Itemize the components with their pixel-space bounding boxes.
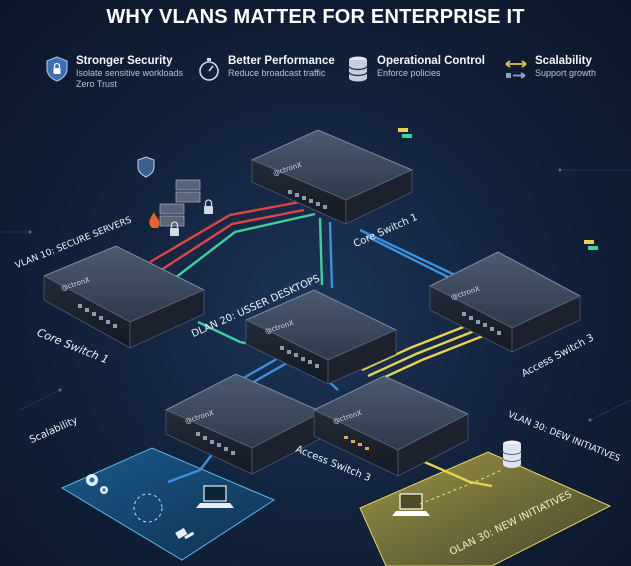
shield-icon [137, 156, 155, 178]
switch-access-bottom-right[interactable] [312, 375, 470, 477]
gear-icon [86, 474, 108, 494]
background-network [0, 168, 631, 422]
arrows-scale-icon [505, 60, 527, 79]
tag-icon [398, 128, 598, 250]
switch-access-bottom-left[interactable] [164, 373, 324, 475]
database-icon [348, 56, 368, 82]
benefit-title: Scalability [535, 55, 592, 67]
gavel-icon [175, 527, 195, 540]
benefit-control: Operational Control Enforce policies [345, 54, 485, 84]
shield-lock-icon [46, 56, 68, 82]
switch-access-right[interactable] [428, 251, 582, 353]
switch-distribution-center[interactable] [244, 289, 398, 385]
network-ring-icon [133, 493, 163, 523]
laptop-icon [196, 485, 234, 508]
padlock-icon [170, 221, 179, 236]
switch-core-top[interactable] [250, 129, 414, 225]
vlan-scalability-panel [60, 447, 276, 561]
benefit-subtitle-2: Zero Trust [76, 79, 118, 89]
benefit-subtitle: Isolate sensitive workloads [76, 68, 184, 78]
laptop-icon-2 [392, 493, 430, 516]
benefit-title: Better Performance [228, 55, 335, 67]
benefit-subtitle: Support growth [535, 68, 597, 78]
benefit-title: Operational Control [377, 55, 485, 67]
vlan-cables [149, 200, 493, 488]
benefit-title: Stronger Security [76, 55, 173, 67]
benefit-performance: Better Performance Reduce broadcast traf… [196, 54, 335, 84]
vlan30-panel [359, 451, 612, 566]
database-icon-panel [502, 440, 522, 468]
server-rack-icon [159, 179, 201, 227]
padlock-icon-2 [204, 199, 213, 214]
stopwatch-icon [199, 58, 219, 81]
switch-core-left[interactable] [42, 245, 206, 349]
benefit-scalability: Scalability Support growth [503, 54, 596, 84]
page-title: WHY VLANS MATTER FOR ENTERPRISE IT [106, 6, 525, 28]
benefit-subtitle: Enforce policies [377, 68, 441, 78]
firewall-flame-icon [149, 212, 160, 228]
benefit-security: Stronger Security Isolate sensitive work… [44, 54, 183, 90]
benefit-subtitle: Reduce broadcast traffic [228, 68, 326, 78]
